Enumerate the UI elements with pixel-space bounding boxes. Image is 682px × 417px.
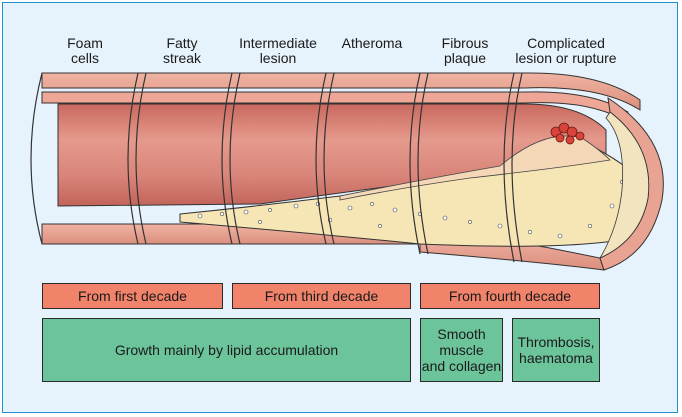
stage-label-foam-cells: Foam cells: [67, 36, 103, 66]
decade-box-first: From first decade: [42, 283, 223, 309]
growth-box-lipid: Growth mainly by lipid accumulation: [42, 318, 411, 382]
stage-label-intermediate-lesion: Intermediate lesion: [239, 36, 317, 66]
decade-box-fourth: From fourth decade: [420, 283, 600, 309]
stage-label-atheroma: Atheroma: [342, 36, 403, 51]
growth-box-thrombosis: Thrombosis, haematoma: [512, 318, 600, 382]
vessel-left-end: [31, 73, 42, 244]
stage-label-complicated-lesion: Complicated lesion or rupture: [515, 36, 616, 66]
growth-box-smooth-muscle: Smooth muscle and collagen: [420, 318, 503, 382]
stage-label-fibrous-plaque: Fibrous plaque: [442, 36, 489, 66]
stage-label-fatty-streak: Fatty streak: [163, 36, 201, 66]
decade-box-third: From third decade: [232, 283, 411, 309]
